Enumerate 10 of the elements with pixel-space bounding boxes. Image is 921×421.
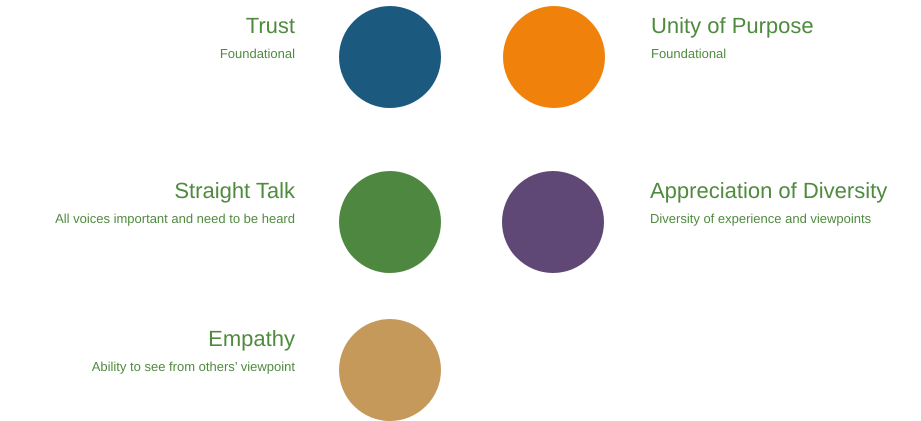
value-heading: Unity of Purpose (651, 12, 814, 40)
value-heading: Appreciation of Diversity (650, 177, 888, 205)
value-description: Diversity of experience and viewpoints (650, 211, 872, 226)
value-description: Ability to see from others’ viewpoint (92, 359, 295, 374)
value-description: Foundational (220, 46, 295, 61)
value-heading: Trust (246, 12, 295, 40)
value-heading: Empathy (208, 325, 295, 353)
value-description: Foundational (651, 46, 726, 61)
value-heading: Straight Talk (174, 177, 295, 205)
value-description: All voices important and need to be heard (55, 211, 295, 226)
